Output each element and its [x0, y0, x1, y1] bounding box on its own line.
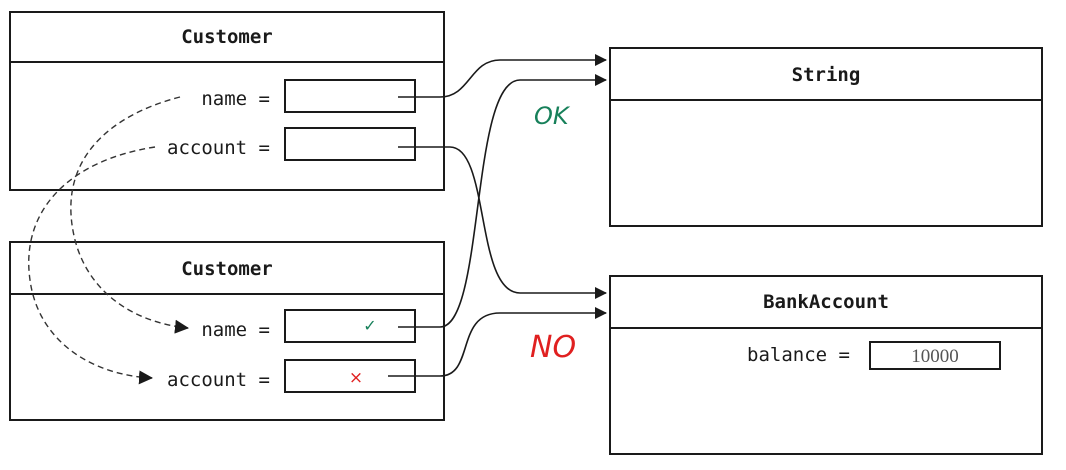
ok-annotation: OK — [534, 102, 571, 130]
bank-account-object: BankAccount balance = 10000 — [609, 275, 1043, 455]
customer-top-name-field — [284, 79, 416, 113]
no-annotation: NO — [530, 330, 576, 365]
bank-account-title: BankAccount — [763, 291, 889, 313]
customer-bottom-account-label: account = — [167, 369, 270, 391]
ref-bottom-account-to-bankaccount — [388, 307, 607, 377]
customer-top-account-label: account = — [167, 137, 270, 159]
check-mark-icon: ✓ — [363, 316, 376, 335]
customer-bottom-object: Customer name = ✓ account = × — [9, 241, 445, 421]
balance-field — [869, 341, 1001, 370]
customer-top-title: Customer — [181, 26, 273, 48]
customer-top-name-label: name = — [201, 88, 270, 110]
balance-label: balance = — [747, 344, 850, 366]
customer-top-account-field — [284, 127, 416, 161]
cross-mark-icon: × — [349, 368, 363, 388]
customer-bottom-name-field — [284, 309, 416, 343]
copy-name-dashed-arrow — [70, 96, 189, 334]
customer-bottom-name-label: name = — [201, 319, 270, 341]
balance-value: 10000 — [911, 346, 959, 367]
string-title: String — [792, 64, 861, 86]
ref-bottom-name-to-string — [398, 74, 607, 328]
customer-bottom-title: Customer — [181, 258, 273, 280]
string-object: String — [609, 47, 1043, 227]
ref-top-name-to-string — [398, 54, 607, 98]
ref-top-account-to-bankaccount — [398, 146, 607, 299]
copy-account-dashed-arrow — [28, 146, 156, 385]
customer-top-object: Customer name = account = — [9, 11, 445, 191]
